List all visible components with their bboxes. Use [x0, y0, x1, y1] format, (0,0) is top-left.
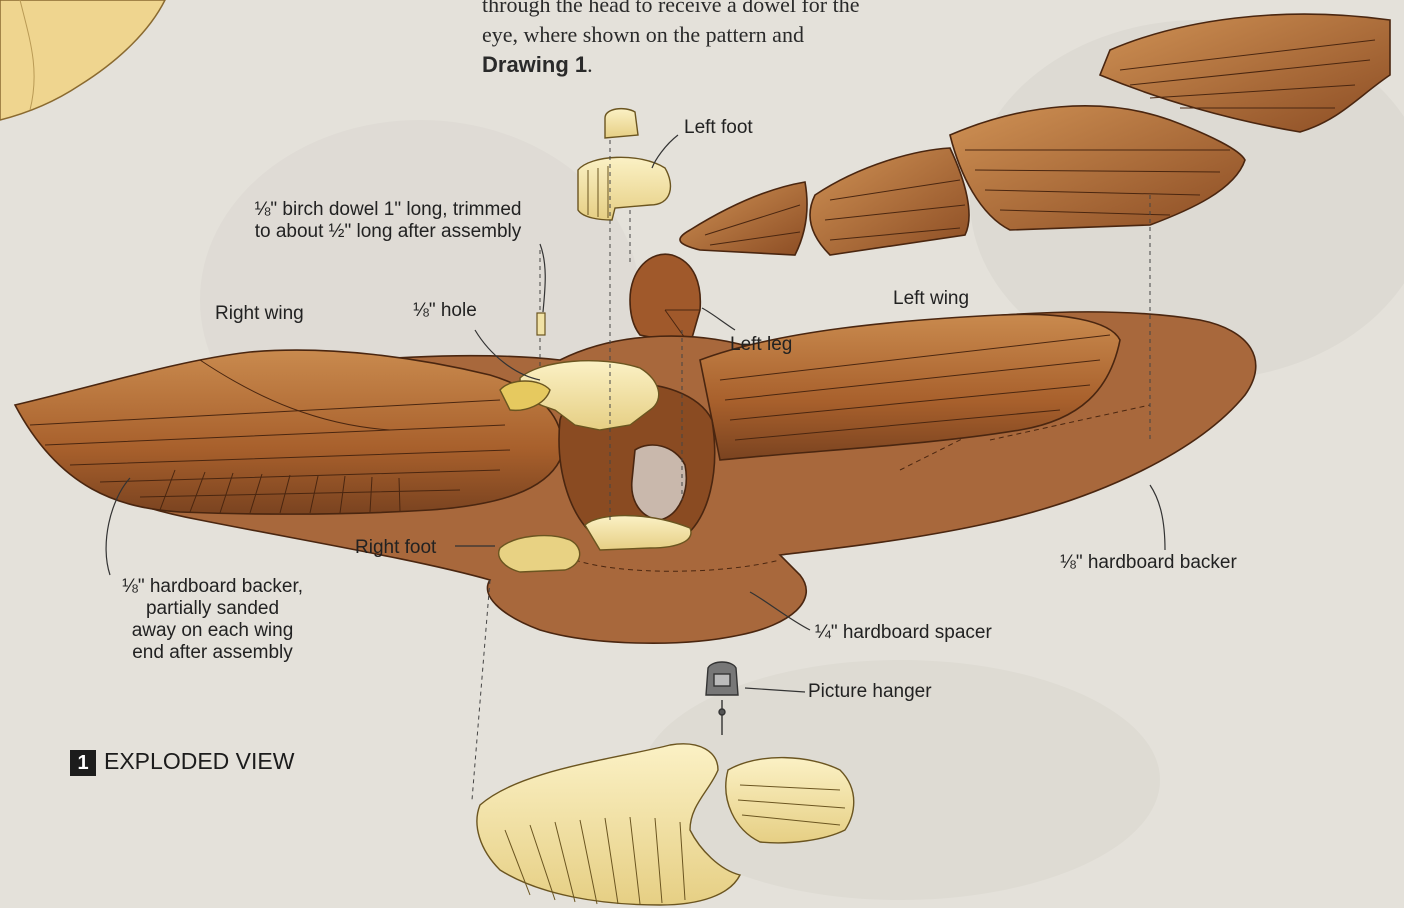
intro-paragraph: through the head to receive a dowel for …: [482, 0, 924, 80]
label-backer-left-line-1: ⅛" hardboard backer,: [100, 576, 325, 598]
label-dowel: ⅛" birch dowel 1" long, trimmed to about…: [228, 199, 548, 243]
figure-title-text: EXPLODED VIEW: [104, 748, 294, 774]
figure-number-badge: 1: [70, 750, 96, 776]
label-picture-hanger: Picture hanger: [808, 681, 932, 703]
intro-end: .: [587, 52, 593, 77]
label-dowel-line-2: to about ½" long after assembly: [228, 221, 548, 243]
label-backer-left-line-2: partially sanded: [100, 598, 325, 620]
label-right-foot: Right foot: [355, 537, 436, 559]
label-left-wing: Left wing: [893, 288, 969, 310]
label-left-foot: Left foot: [684, 117, 753, 139]
left-foot-pieces: [578, 109, 670, 220]
label-backer-left-line-3: away on each wing: [100, 620, 325, 642]
cropped-pale-piece: [0, 0, 165, 120]
figure-title: 1 EXPLODED VIEW: [70, 748, 294, 776]
label-dowel-line-1: ⅛" birch dowel 1" long, trimmed: [228, 199, 548, 221]
label-backer-left: ⅛" hardboard backer, partially sanded aw…: [100, 576, 325, 664]
intro-line-2: eye, where shown on the pattern and: [482, 20, 924, 50]
label-right-wing: Right wing: [215, 303, 304, 325]
left-leg-piece: [630, 254, 700, 345]
label-spacer: ¼" hardboard spacer: [815, 622, 992, 644]
label-left-leg: Left leg: [730, 334, 792, 356]
drawing-reference: Drawing 1: [482, 52, 587, 77]
label-backer-left-line-4: end after assembly: [100, 642, 325, 664]
intro-line-1: through the head to receive a dowel for …: [482, 0, 924, 20]
label-backer-right: ⅛" hardboard backer: [1060, 552, 1237, 574]
right-wing-piece: [15, 350, 562, 514]
label-hole: ⅛" hole: [413, 300, 477, 322]
